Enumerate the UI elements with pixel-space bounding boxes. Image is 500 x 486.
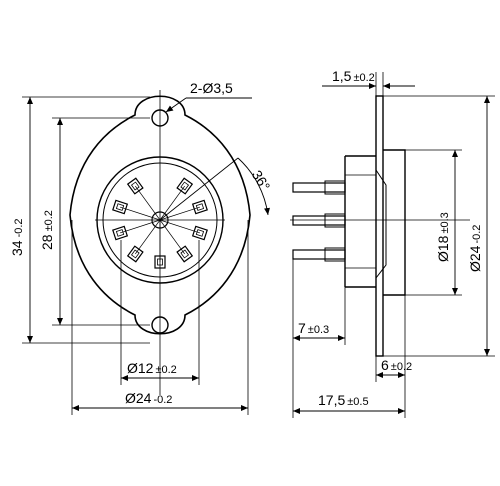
hole-leader <box>165 97 187 113</box>
hole-callout-label: 2-Ø3,5 <box>190 80 233 96</box>
pin-ray <box>159 219 201 234</box>
total-length-label: 17,5±0.5 <box>318 392 369 408</box>
pin-ray <box>135 185 161 221</box>
overall-height-label: 34-0.2 <box>9 218 25 256</box>
pin-ray <box>119 206 161 221</box>
angle-arc <box>237 157 271 216</box>
pin-ray <box>159 185 185 221</box>
pin-ray <box>119 219 161 234</box>
angle-ref-line <box>159 157 239 221</box>
front-view: 2-Ø3,5 36° 34-0.2 28±0.2 Ø12±0.2 <box>9 80 274 415</box>
flange-thickness-label: 1,5±0.2 <box>332 68 375 84</box>
body-depth-label: 6±0.2 <box>381 357 412 373</box>
side-view: 1,5±0.2 Ø18±0.3 Ø24-0.2 7±0.3 6±0.2 <box>290 68 495 418</box>
pin-contact <box>176 245 194 263</box>
pin-contact <box>191 225 208 241</box>
pin-layout <box>112 177 208 269</box>
body-diameter-label: Ø24-0.2 <box>125 390 172 406</box>
outer-diameter-label: Ø24-0.2 <box>467 225 483 272</box>
pin-contact <box>191 199 208 215</box>
pin-contact <box>126 177 144 195</box>
angle-label: 36° <box>249 167 274 193</box>
hole-spacing-label: 28±0.2 <box>39 210 55 250</box>
pin-contact <box>126 245 144 263</box>
pin-length-label: 7±0.3 <box>298 320 329 336</box>
body-shell <box>344 149 406 296</box>
pin-ray <box>159 219 185 255</box>
pin-contact <box>112 225 129 241</box>
side-pins <box>292 180 346 262</box>
pin-circle-label: Ø12±0.2 <box>127 360 177 376</box>
inner-diameter-label: Ø18±0.3 <box>435 212 451 262</box>
flange-plate <box>375 95 384 357</box>
pin-ray <box>135 219 161 255</box>
pin-contact <box>154 255 166 269</box>
pin-ray <box>159 206 201 221</box>
flange-outline <box>69 95 251 335</box>
pin-contact <box>176 177 194 195</box>
pin-contact <box>112 199 129 215</box>
